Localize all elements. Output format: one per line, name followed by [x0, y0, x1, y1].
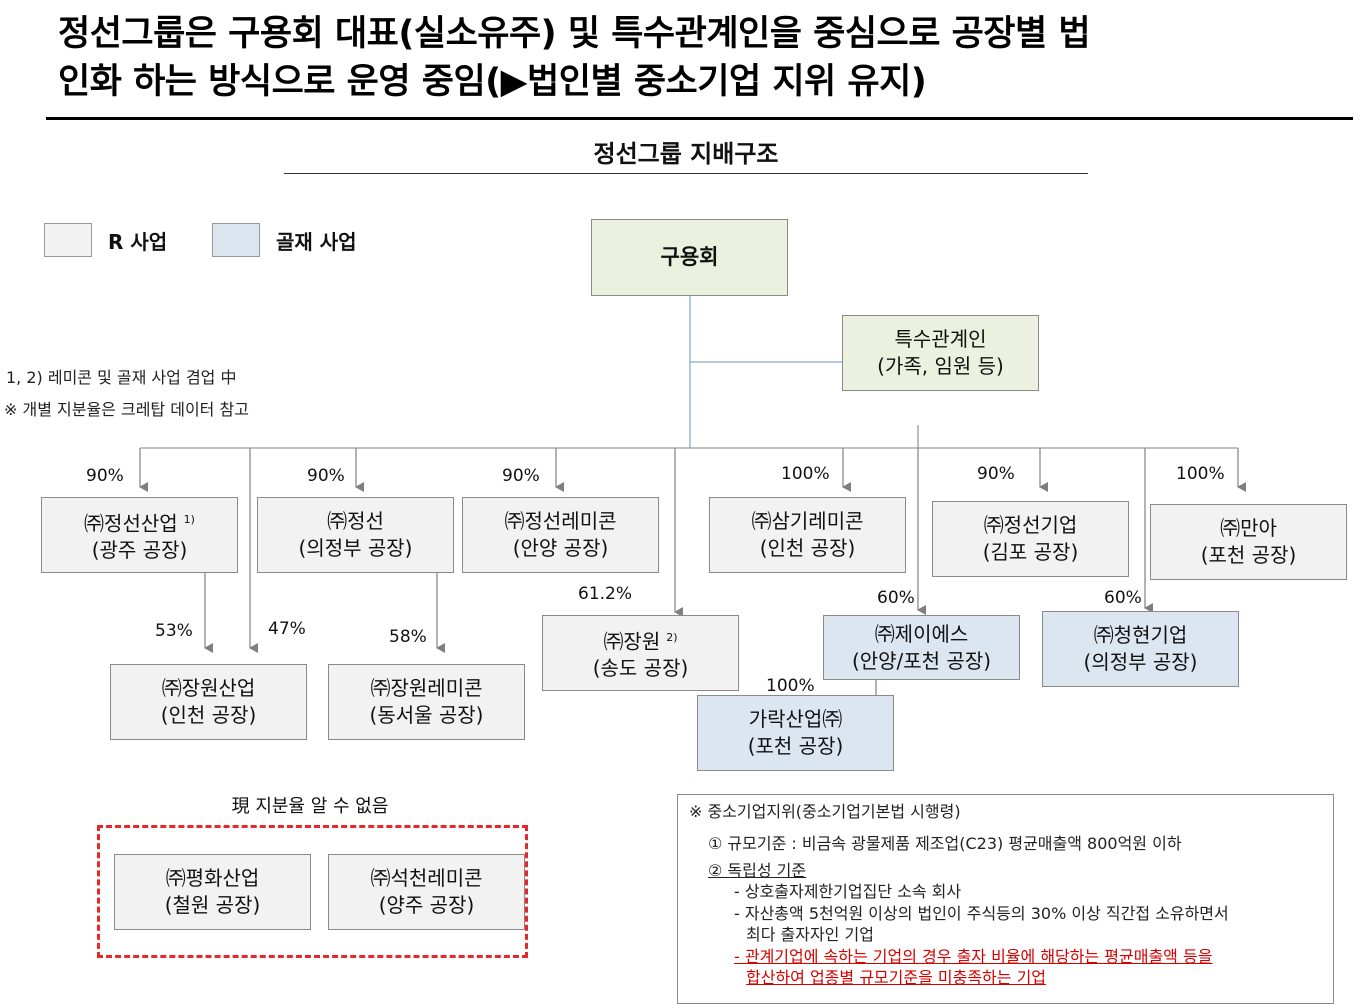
company-name: ㈜석천레미콘 — [370, 866, 483, 890]
related-parties-box: 특수관계인 (가족, 임원 등) — [842, 315, 1039, 391]
company-location: (의정부 공장) — [1083, 650, 1198, 674]
company-location: (인천 공장) — [160, 703, 257, 727]
company-location: (안양/포천 공장) — [851, 648, 992, 673]
company-location: (동서울 공장) — [369, 703, 484, 727]
footnote-marker: 2) — [666, 630, 678, 644]
ownership-pct-jungsun-sanup: 90% — [86, 466, 124, 486]
company-name: ㈜정선기업 — [983, 513, 1078, 537]
company-location: (포천 공장) — [747, 734, 844, 758]
diagram-title-underline — [284, 173, 1088, 174]
sme-item-group: - 상호출자제한기업집단 소속 회사 — [734, 882, 962, 901]
company-box-jangwon-remicon: ㈜장원레미콘 (동서울 공장) — [328, 664, 525, 740]
company-box-pyeonghwa: ㈜평화산업 (철원 공장) — [114, 854, 311, 930]
company-box-jungsun: ㈜정선 (의정부 공장) — [257, 497, 454, 573]
company-name: ㈜정선산업 — [84, 511, 178, 536]
sme-item-related-company: - 관계기업에 속하는 기업의 경우 출자 비율에 해당하는 평균매출액 등을 — [734, 947, 1213, 966]
company-name: ㈜청현기업 — [1093, 623, 1188, 647]
company-box-jungsun-sanup: ㈜정선산업 1) (광주 공장) — [41, 497, 238, 573]
company-name: ㈜장원산업 — [161, 676, 256, 700]
footnote-marker: 1) — [183, 512, 195, 526]
root-owner-name: 구용회 — [660, 245, 719, 269]
ownership-pct-jungsun: 90% — [307, 466, 345, 486]
title-divider — [46, 117, 1353, 120]
company-box-jungsun-remicon: ㈜정선레미콘 (안양 공장) — [462, 497, 659, 573]
ownership-pct-jungsun-remicon: 90% — [502, 466, 540, 486]
diagram-title: 정선그룹 지배구조 — [593, 140, 779, 168]
company-location: (인천 공장) — [759, 536, 856, 560]
company-box-seokcheon: ㈜석천레미콘 (양주 공장) — [328, 854, 525, 930]
company-location: (송도 공장) — [592, 656, 689, 681]
ownership-pct-cheonghyeon: 60% — [1104, 588, 1142, 608]
legend-label-aggregate-business: 골재 사업 — [276, 230, 357, 254]
company-box-manha: ㈜만아 (포천 공장) — [1150, 504, 1347, 580]
company-name: ㈜제이에스 — [874, 621, 969, 646]
legend-label-r-business: R 사업 — [108, 230, 168, 254]
company-box-samgi-remicon: ㈜삼기레미콘 (인천 공장) — [709, 497, 906, 573]
root-owner-box: 구용회 — [591, 219, 788, 296]
unknown-ownership-caption: 現 지분율 알 수 없음 — [231, 796, 389, 817]
related-parties-label: 특수관계인 — [894, 327, 987, 351]
company-name: 가락산업㈜ — [748, 707, 843, 731]
company-name: ㈜장원 — [603, 629, 661, 654]
sme-criterion-independence: ② 독립성 기준 — [708, 861, 807, 880]
legend-swatch-r-business — [44, 223, 92, 257]
ownership-pct-garak: 100% — [766, 676, 815, 696]
ownership-pct-jungsun-giup: 90% — [977, 464, 1015, 484]
sme-item-asset-owner: - 자산총액 5천억원 이상의 법인이 주식등의 30% 이상 직간접 소유하면… — [734, 904, 1229, 923]
sme-status-heading: ※ 중소기업지위(중소기업기본법 시행령) — [689, 802, 961, 821]
legend-swatch-aggregate-business — [212, 223, 260, 257]
ownership-pct-jangwon-sanup-a: 53% — [155, 621, 193, 641]
sme-item-asset-owner-cont: 최다 출자자인 기업 — [746, 925, 874, 944]
company-box-jangwon-sanup: ㈜장원산업 (인천 공장) — [110, 664, 307, 740]
sme-status-panel: ※ 중소기업지위(중소기업기본법 시행령) ① 규모기준 : 비금속 광물제품 … — [677, 794, 1334, 1004]
page-title: 정선그룹은 구용회 대표(실소유주) 및 특수관계인을 중심으로 공장별 법 인… — [58, 14, 1091, 102]
company-location: (포천 공장) — [1200, 543, 1297, 567]
ownership-pct-samgi-remicon: 100% — [781, 464, 830, 484]
company-location: (광주 공장) — [91, 538, 188, 563]
company-box-cheonghyeon: ㈜청현기업 (의정부 공장) — [1042, 611, 1239, 687]
company-box-jungsun-giup: ㈜정선기업 (김포 공장) — [932, 501, 1129, 577]
note-data-source: ※ 개별 지분율은 크레탑 데이터 참고 — [4, 400, 249, 419]
company-location: (안양 공장) — [512, 536, 609, 560]
company-name: ㈜장원레미콘 — [370, 676, 483, 700]
ownership-pct-manha: 100% — [1176, 464, 1225, 484]
company-location: (철원 공장) — [164, 893, 261, 917]
ownership-pct-jayes: 60% — [877, 588, 915, 608]
company-location: (양주 공장) — [378, 893, 475, 917]
company-name: ㈜정선레미콘 — [504, 509, 617, 533]
sme-criterion-size: ① 규모기준 : 비금속 광물제품 제조업(C23) 평균매출액 800억원 이… — [708, 834, 1182, 853]
company-location: (김포 공장) — [982, 540, 1079, 564]
company-name: ㈜정선 — [327, 509, 384, 533]
ownership-pct-jangwon-remicon: 58% — [389, 627, 427, 647]
company-name: ㈜만아 — [1220, 516, 1277, 540]
company-location: (의정부 공장) — [298, 536, 413, 560]
company-box-garak: 가락산업㈜ (포천 공장) — [697, 695, 894, 771]
ownership-pct-jangwon-sanup-b: 47% — [268, 619, 306, 639]
company-name: ㈜삼기레미콘 — [751, 509, 864, 533]
sme-item-related-company-cont: 합산하여 업종별 규모기준을 미충족하는 기업 — [746, 968, 1047, 987]
unknown-ownership-frame — [97, 825, 528, 958]
related-parties-detail: (가족, 임원 등) — [877, 354, 1004, 378]
ownership-pct-jangwon: 61.2% — [578, 584, 633, 604]
company-name: ㈜평화산업 — [165, 866, 260, 890]
company-box-jangwon: ㈜장원 2) (송도 공장) — [542, 615, 739, 691]
note-combined-business: 1, 2) 레미콘 및 골재 사업 겸업 中 — [6, 368, 237, 387]
company-box-jayes: ㈜제이에스 (안양/포천 공장) — [823, 615, 1020, 680]
